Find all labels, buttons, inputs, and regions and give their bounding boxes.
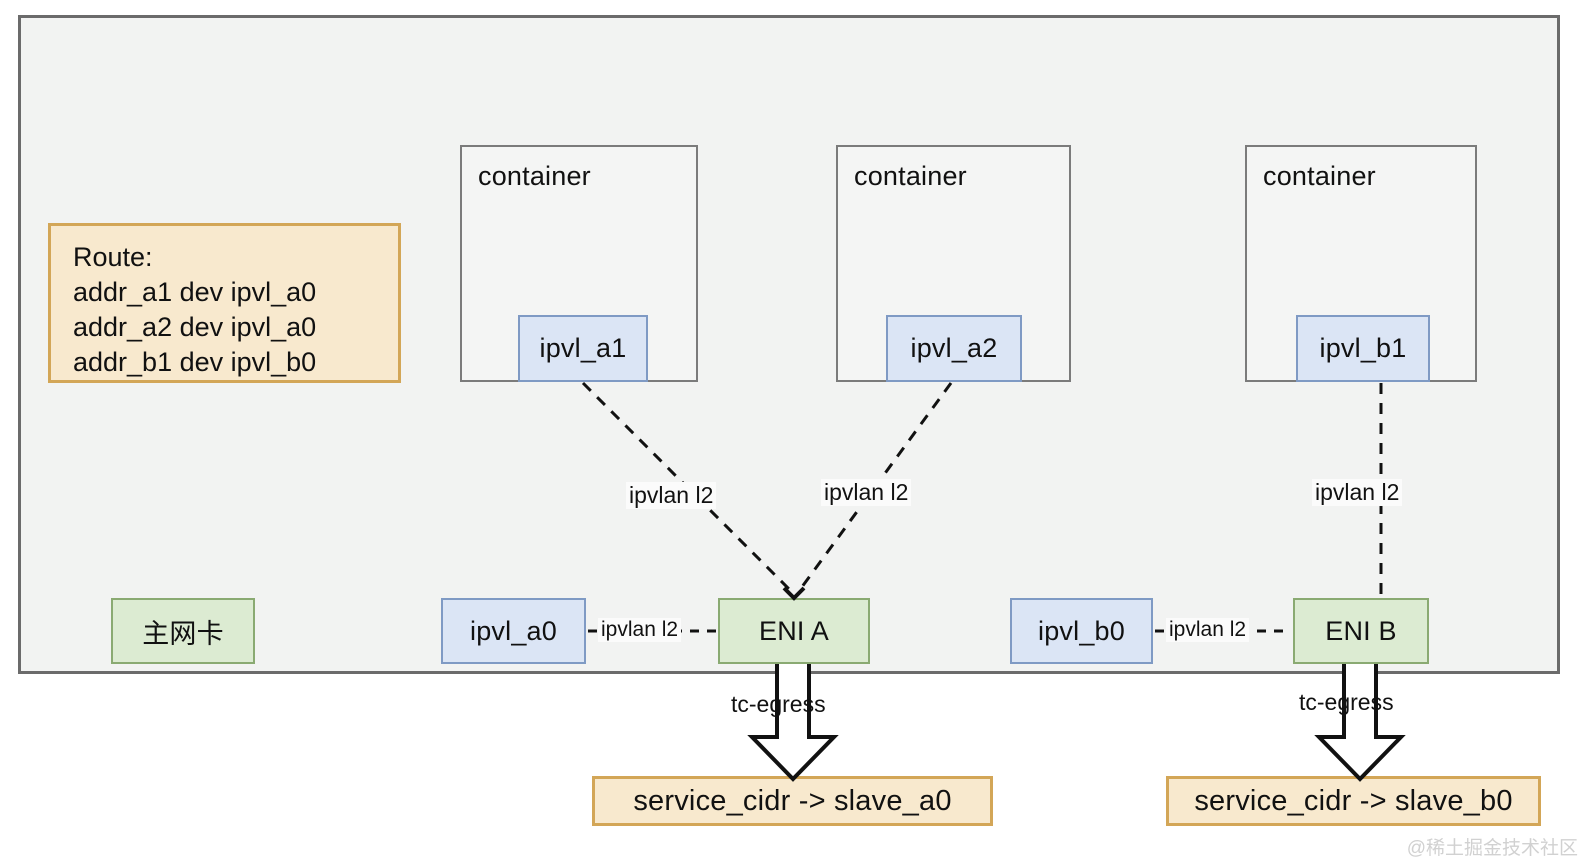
host-interface-eni-b: ENI B xyxy=(1293,598,1429,664)
edge-label-ipvlan-l2-b0: ipvlan l2 xyxy=(1166,618,1250,642)
rule-box-slave-b0: service_cidr -> slave_b0 xyxy=(1166,776,1541,826)
container-label: container xyxy=(478,161,591,191)
host-interface-ipvl-b0: ipvl_b0 xyxy=(1010,598,1153,664)
interface-ipvl-b1: ipvl_b1 xyxy=(1296,315,1430,382)
host-interface-main-nic: 主网卡 xyxy=(111,598,255,664)
container-label: container xyxy=(1263,161,1376,191)
interface-ipvl-a1: ipvl_a1 xyxy=(518,315,648,382)
label-tc-egress-b: tc-egress xyxy=(1299,689,1394,715)
host-interface-eni-a: ENI A xyxy=(718,598,870,664)
edge-label-ipvlan-l2-b1: ipvlan l2 xyxy=(1312,479,1403,506)
container-label: container xyxy=(854,161,967,191)
watermark: @稀土掘金技术社区 xyxy=(1406,838,1578,859)
edge-label-ipvlan-l2-a2: ipvlan l2 xyxy=(821,479,912,506)
interface-ipvl-a2: ipvl_a2 xyxy=(886,315,1022,382)
edge-label-ipvlan-l2-a1: ipvlan l2 xyxy=(626,482,717,509)
label-tc-egress-a: tc-egress xyxy=(731,691,826,717)
tc-egress-arrow-b xyxy=(1314,664,1406,782)
tc-egress-arrow-a xyxy=(747,664,839,782)
host-interface-ipvl-a0: ipvl_a0 xyxy=(441,598,586,664)
rule-box-slave-a0: service_cidr -> slave_a0 xyxy=(592,776,993,826)
route-box: Route: addr_a1 dev ipvl_a0 addr_a2 dev i… xyxy=(48,223,401,383)
edge-label-ipvlan-l2-a0: ipvlan l2 xyxy=(598,618,682,642)
